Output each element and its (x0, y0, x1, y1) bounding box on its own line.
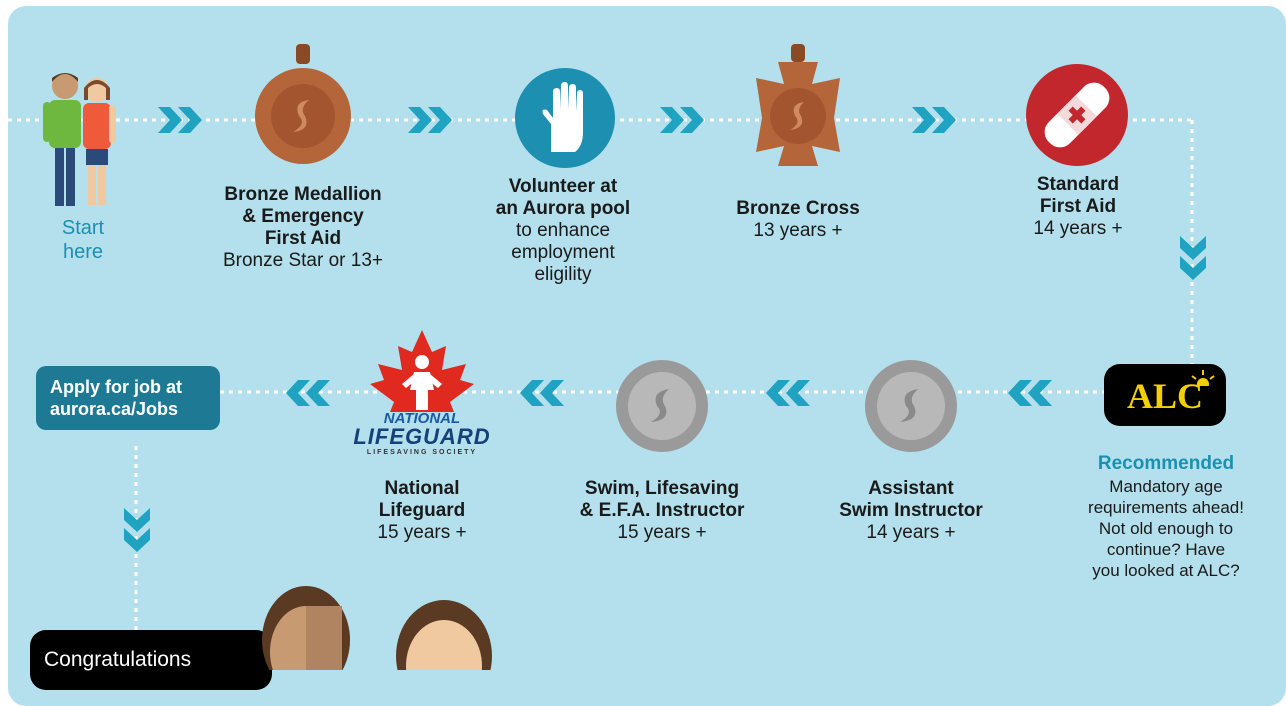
sun-icon (1191, 370, 1215, 386)
silver-medal-icon (865, 360, 957, 452)
chevron-left-icon (766, 380, 810, 406)
national-lifeguard-logo (370, 330, 474, 412)
avatar (262, 586, 492, 670)
bronze-medallion-icon (255, 44, 351, 164)
chevron-left-icon (286, 380, 330, 406)
bandage-icon (1026, 64, 1128, 166)
people-icon (43, 73, 116, 206)
bronze-cross-icon (756, 44, 840, 166)
silver-medal-icon (616, 360, 708, 452)
alc-logo: ALC (1104, 364, 1226, 426)
chevron-right-icon (158, 107, 202, 133)
chevron-right-icon (912, 107, 956, 133)
chevron-left-icon (520, 380, 564, 406)
chevron-down-icon (124, 508, 150, 552)
chevron-right-icon (660, 107, 704, 133)
national-lifeguard-logo-text: NATIONAL LIFEGUARD LIFESAVING SOCIETY (353, 410, 491, 456)
chevron-left-icon (1008, 380, 1052, 406)
congratulations-box: Congratulations (30, 630, 272, 690)
chevron-right-icon (408, 107, 452, 133)
chevron-down-icon (1180, 236, 1206, 280)
alc-logo-text: ALC (1126, 376, 1203, 416)
raised-hand-icon (515, 68, 615, 168)
